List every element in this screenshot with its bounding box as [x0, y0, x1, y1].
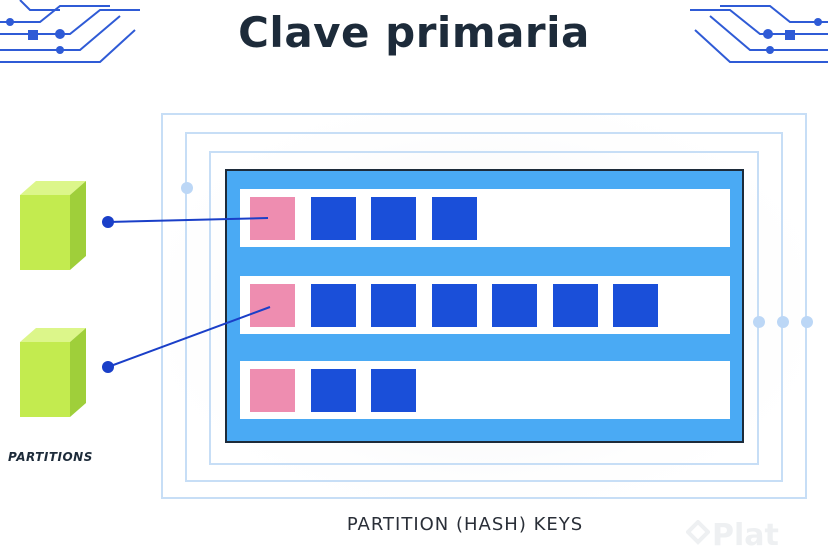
item-2-4 — [492, 284, 537, 327]
ellipsis-dot-3 — [801, 316, 813, 328]
hash-key-3 — [250, 369, 295, 412]
connector-2-start — [102, 361, 114, 373]
partition-keys-label: PARTITION (HASH) KEYS — [346, 514, 584, 535]
partition-2 — [20, 328, 86, 417]
item-2-6 — [613, 284, 658, 327]
hash-key-2 — [250, 284, 295, 327]
diagram-title: Clave primaria — [238, 8, 590, 57]
circuit-decoration-left — [0, 0, 140, 63]
connector-1-start — [102, 216, 114, 228]
ellipsis-dot-2 — [777, 316, 789, 328]
connector-2 — [107, 306, 271, 368]
circuit-decoration-right — [690, 5, 828, 63]
ellipsis-dot-1 — [753, 316, 765, 328]
item-2-1 — [311, 284, 356, 327]
partitions-label: PARTITIONS — [8, 450, 93, 464]
partition-1 — [20, 181, 86, 270]
middle-frame — [185, 132, 783, 482]
item-1-1 — [311, 197, 356, 240]
outer-frame — [161, 113, 807, 499]
platzi-logo-icon — [686, 520, 710, 545]
item-2-3 — [432, 284, 477, 327]
item-1-2 — [371, 197, 416, 240]
item-2-2 — [371, 284, 416, 327]
watermark-text: Plat — [712, 518, 779, 553]
connector-1 — [107, 217, 269, 223]
item-3-2 — [371, 369, 416, 412]
frame-dot — [181, 182, 193, 194]
item-3-1 — [311, 369, 356, 412]
item-2-5 — [553, 284, 598, 327]
item-1-3 — [432, 197, 477, 240]
inner-frame — [209, 151, 759, 465]
